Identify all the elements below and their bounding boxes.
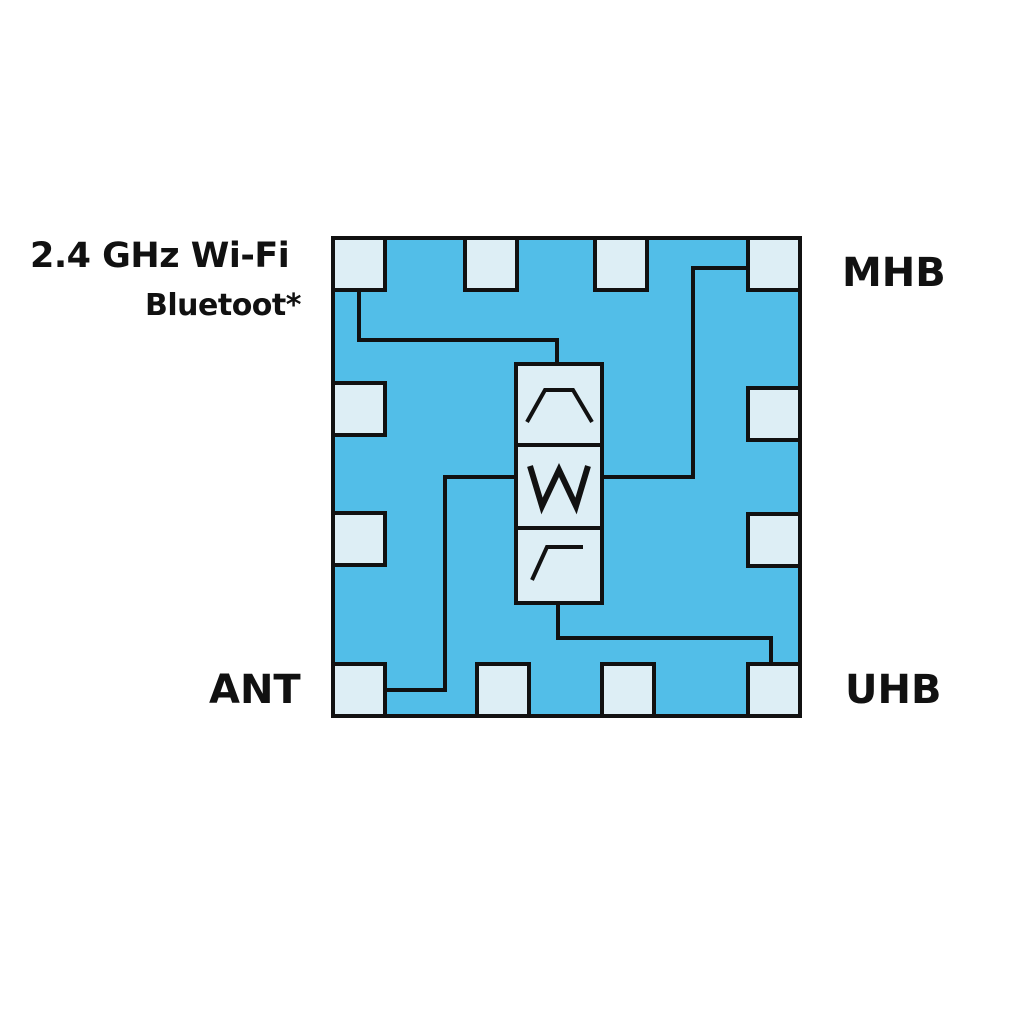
pad-top-2 — [463, 236, 519, 292]
pad-bottom-3 — [600, 662, 656, 718]
label-mhb: MHB — [842, 250, 946, 296]
filter-stack — [514, 362, 604, 605]
diplexer-w-icon — [527, 462, 591, 515]
trace-mhb — [603, 266, 748, 479]
pad-top-1 — [331, 236, 387, 292]
pad-left-2 — [331, 511, 387, 567]
bandpass-icon — [525, 388, 594, 424]
pad-bottom-2 — [475, 662, 531, 718]
pad-top-3 — [593, 236, 649, 292]
trace-wifi — [357, 290, 559, 364]
pad-bottom-1 — [331, 662, 387, 718]
highpass-icon — [530, 545, 583, 581]
label-bluetooth: Bluetoot* — [145, 288, 301, 323]
pad-top-4 — [746, 236, 802, 292]
label-ant: ANT — [209, 667, 301, 713]
pad-bottom-4 — [746, 662, 802, 718]
pad-right-1 — [746, 386, 802, 442]
trace-ant — [385, 475, 516, 692]
pad-left-1 — [331, 381, 387, 437]
pad-right-2 — [746, 512, 802, 568]
pads — [331, 236, 802, 718]
trace-uhb — [556, 603, 773, 663]
label-wifi: 2.4 GHz Wi-Fi — [30, 236, 290, 276]
traces — [357, 266, 773, 692]
label-uhb: UHB — [845, 667, 942, 713]
